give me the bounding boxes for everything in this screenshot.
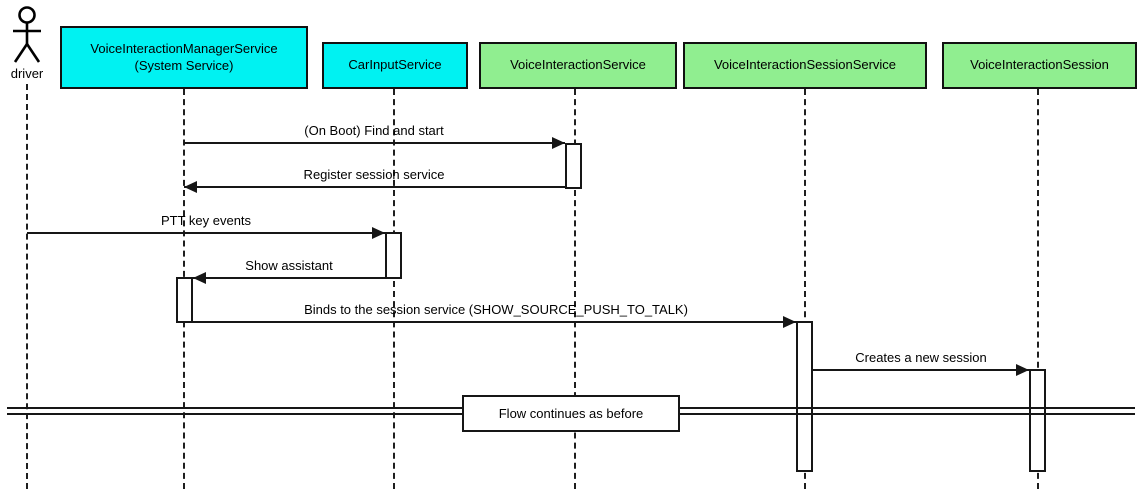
participant-voice-interaction-session: VoiceInteractionSession <box>942 42 1137 89</box>
lifeline-driver <box>26 84 28 489</box>
message-label-binds-to-session-service: Binds to the session service (SHOW_SOURC… <box>304 302 688 317</box>
message-label-find-and-start: (On Boot) Find and start <box>304 123 444 138</box>
message-line-show-assistant <box>193 277 385 279</box>
divider-label-box: Flow continues as before <box>462 395 680 432</box>
message-label-register-session-service: Register session service <box>303 167 445 182</box>
message-line-binds-to-session-service <box>184 321 796 323</box>
activation-voice-interaction-session-service <box>796 321 813 472</box>
participant-voice-interaction-service: VoiceInteractionService <box>479 42 677 89</box>
message-line-register-session-service <box>184 186 565 188</box>
participant-voice-interaction-session-service: VoiceInteractionSessionService <box>683 42 927 89</box>
message-line-ptt-key-events <box>27 232 385 234</box>
lifeline-voice-interaction-session <box>1037 89 1039 489</box>
actor-icon <box>13 6 41 63</box>
arrowhead-right-icon <box>372 227 385 239</box>
lifeline-voice-interaction-service <box>574 89 576 489</box>
activation-voice-interaction-session <box>1029 369 1046 472</box>
message-label-creates-new-session: Creates a new session <box>855 350 987 365</box>
activation-car-input-service <box>385 232 402 279</box>
lifeline-car-input-service <box>393 89 395 489</box>
participant-car-input-service: CarInputService <box>322 42 468 89</box>
message-label-ptt-key-events: PTT key events <box>160 213 252 228</box>
arrowhead-right-icon <box>552 137 565 149</box>
lifeline-voice-interaction-session-service <box>804 89 806 489</box>
arrowhead-right-icon <box>1016 364 1029 376</box>
activation-voice-interaction-manager-service <box>176 277 193 323</box>
arrowhead-right-icon <box>783 316 796 328</box>
arrowhead-left-icon <box>193 272 206 284</box>
message-label-show-assistant: Show assistant <box>245 258 333 273</box>
message-line-creates-new-session <box>813 369 1029 371</box>
actor-label-driver: driver <box>10 66 44 81</box>
arrowhead-left-icon <box>184 181 197 193</box>
message-line-find-and-start <box>184 142 565 144</box>
participant-voice-interaction-manager-service: VoiceInteractionManagerService (System S… <box>60 26 308 89</box>
activation-voice-interaction-service <box>565 143 582 189</box>
